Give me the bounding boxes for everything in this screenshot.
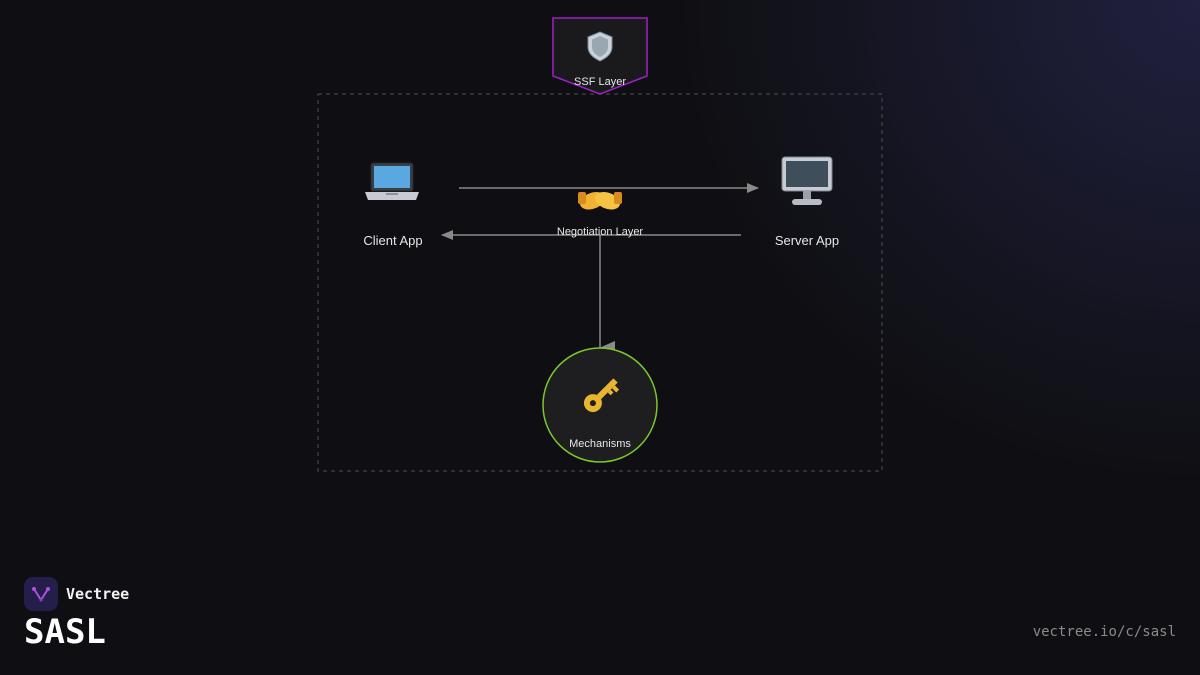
mechanisms-label: Mechanisms (569, 438, 631, 450)
vectree-logo-icon (24, 577, 58, 611)
ssf-layer-label: SSF Layer (574, 76, 626, 88)
page-url[interactable]: vectree.io/c/sasl (1032, 624, 1176, 640)
laptop-icon (365, 162, 419, 200)
negotiation-layer-label: Negotiation Layer (557, 226, 644, 238)
shield-icon (587, 31, 613, 62)
brand-name: Vectree (66, 585, 130, 603)
key-icon (583, 378, 620, 413)
ssf-layer-badge: SSF Layer (552, 17, 648, 95)
handshake-icon (578, 192, 622, 210)
desktop-computer-icon (781, 156, 833, 205)
brand: Vectree (24, 577, 129, 611)
mechanisms-node: Mechanisms (542, 347, 658, 463)
client-app-label: Client App (363, 233, 422, 248)
negotiation-layer-node: Negotiation Layer (557, 192, 644, 238)
client-app-node: Client App (363, 162, 423, 248)
server-app-label: Server App (775, 233, 839, 248)
page-title: SASL (24, 612, 106, 652)
server-app-node: Server App (775, 156, 839, 248)
